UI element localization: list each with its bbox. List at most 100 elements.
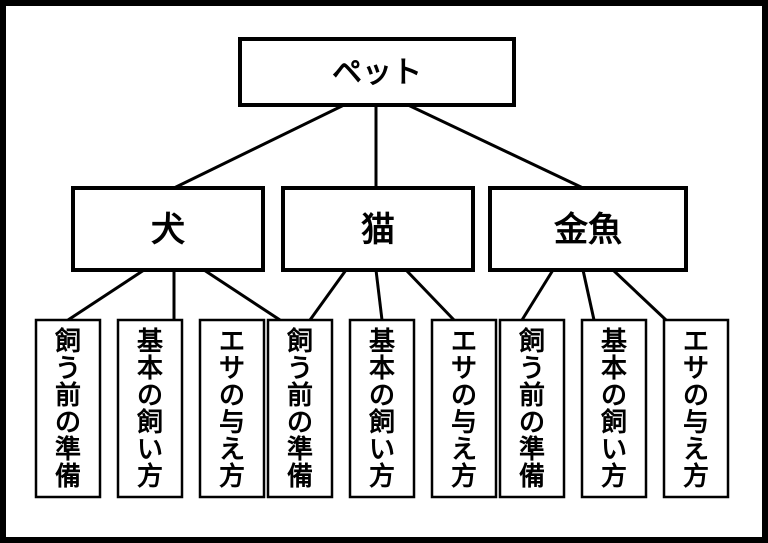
vertical-label-char: の — [219, 381, 245, 411]
vertical-label-char: い — [137, 435, 163, 465]
vertical-label-char: 前 — [287, 380, 313, 411]
connector-root-to-dog — [173, 103, 345, 190]
node-leaf-cat-prep-box — [266, 318, 334, 499]
node-branch-cat-box — [281, 186, 475, 272]
vertical-label-char: い — [369, 435, 395, 465]
connector-goldfish-to-leaf-3 — [611, 268, 668, 322]
vertical-label-char: 方 — [369, 461, 395, 492]
node-leaf-dog-basics-box — [116, 318, 184, 499]
vertical-label-char: の — [601, 381, 627, 411]
vertical-label-char: 備 — [519, 461, 545, 492]
vertical-label-char: 飼 — [369, 407, 395, 438]
node-root-pet-box — [238, 37, 516, 107]
connector-cat-to-leaf-3 — [404, 268, 456, 322]
vertical-label-char: 与 — [683, 408, 709, 438]
connector-root-to-goldfish — [407, 103, 584, 190]
vertical-label-char: エ — [683, 327, 709, 357]
node-branch-dog[interactable]: 犬 — [71, 186, 265, 272]
vertical-label-char: の — [519, 408, 545, 438]
node-branch-dog-label: 犬 — [151, 210, 185, 250]
vertical-label-char: 備 — [55, 461, 81, 492]
vertical-label-char: 方 — [219, 461, 245, 492]
vertical-label-char: え — [219, 435, 245, 465]
vertical-label-char: 飼 — [519, 326, 545, 357]
vertical-label-char: 準 — [287, 434, 313, 465]
connector-dog-to-leaf-3 — [203, 268, 281, 322]
vertical-label-char: 方 — [451, 461, 477, 492]
vertical-label-char: の — [287, 408, 313, 438]
node-branch-cat[interactable]: 猫 — [281, 186, 475, 272]
node-leaf-cat-feeding-box — [430, 318, 498, 499]
vertical-label-char: 本 — [601, 354, 627, 384]
vertical-label-char: 飼 — [137, 407, 163, 438]
vertical-label-char: い — [601, 435, 627, 465]
node-branch-goldfish-box — [488, 186, 688, 272]
connector-goldfish-to-leaf-1 — [520, 269, 555, 321]
vertical-label-char: 前 — [55, 380, 81, 411]
vertical-label-char: 準 — [55, 434, 81, 465]
vertical-label-char: 準 — [519, 434, 545, 465]
connector-dog-to-leaf-1 — [67, 268, 145, 322]
node-leaf-goldfish-prep-box — [498, 318, 566, 499]
vertical-label-char: エ — [219, 327, 245, 357]
vertical-label-char: う — [55, 354, 81, 384]
vertical-label-char: う — [287, 354, 313, 384]
vertical-label-char: エ — [451, 327, 477, 357]
vertical-label-char: 飼 — [287, 326, 313, 357]
vertical-label-char: 基 — [369, 327, 396, 357]
connector-cat-to-leaf-2 — [374, 269, 384, 321]
vertical-label-char: の — [137, 381, 163, 411]
node-root-pet-label: ペット — [332, 56, 422, 91]
node-branch-dog-box — [71, 186, 265, 272]
node-leaf-dog-prep-box — [34, 318, 102, 499]
node-leaf-goldfish-feeding-box — [662, 318, 730, 499]
diagram-canvas: ペット 犬 猫 金魚 飼う前の準備 — [6, 6, 762, 537]
node-leaf-goldfish-basics-box — [580, 318, 648, 499]
vertical-label-char: 基 — [601, 327, 628, 357]
vertical-label-char: サ — [451, 354, 477, 384]
vertical-label-char: 基 — [137, 327, 164, 357]
vertical-label-char: の — [369, 381, 395, 411]
vertical-label-char: 方 — [137, 461, 163, 492]
node-leaf-dog-feeding-box — [198, 318, 266, 499]
vertical-label-char: 飼 — [601, 407, 627, 438]
vertical-label-char: 本 — [137, 354, 163, 384]
vertical-label-char: サ — [219, 354, 245, 384]
vertical-label-char: サ — [683, 354, 709, 384]
vertical-label-char: 本 — [369, 354, 395, 384]
node-branch-goldfish-label: 金魚 — [553, 210, 622, 250]
vertical-label-char: 与 — [219, 408, 245, 438]
vertical-label-char: の — [451, 381, 477, 411]
vertical-label-char: 方 — [601, 461, 627, 492]
node-leaf-cat-basics-box — [348, 318, 416, 499]
vertical-label-char: う — [519, 354, 545, 384]
connector-goldfish-to-leaf-2 — [581, 269, 596, 321]
node-root-pet[interactable]: ペット — [238, 37, 516, 107]
vertical-label-char: 方 — [683, 461, 709, 492]
vertical-label-char: 与 — [451, 408, 477, 438]
connector-cat-to-leaf-1 — [308, 269, 348, 321]
node-branch-cat-label: 猫 — [361, 210, 395, 250]
vertical-label-char: の — [55, 408, 81, 438]
vertical-label-char: の — [683, 381, 709, 411]
node-branch-goldfish[interactable]: 金魚 — [488, 186, 688, 272]
